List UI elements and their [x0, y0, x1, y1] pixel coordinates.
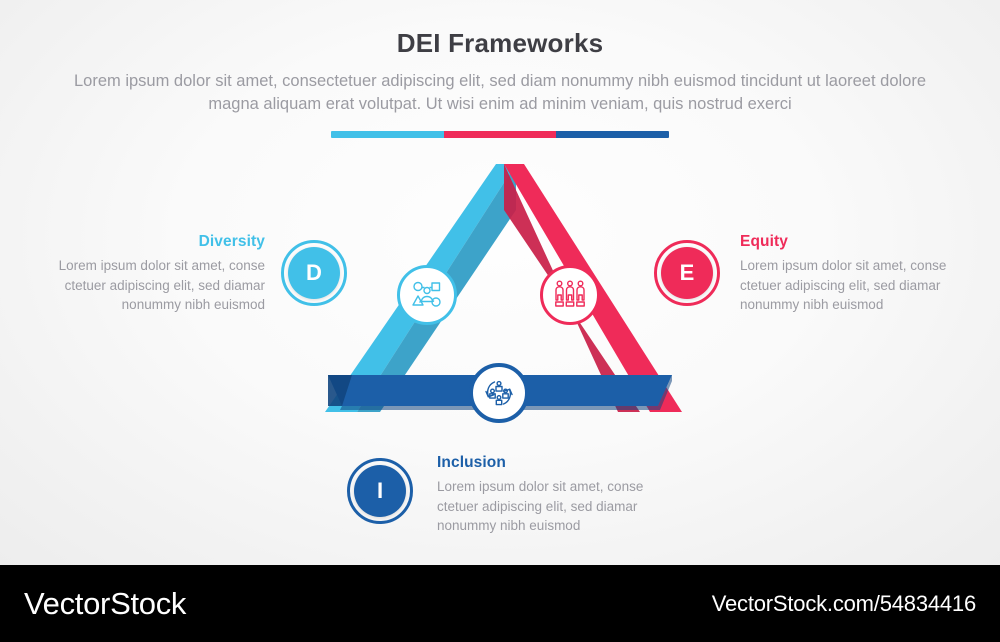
description-diversity: Lorem ipsum dolor sit amet, conse ctetue…	[58, 258, 265, 312]
watermark-footer: VectorStock VectorStock.com/54834416	[0, 565, 1000, 642]
description-equity: Lorem ipsum dolor sit amet, conse ctetue…	[740, 258, 947, 312]
color-divider-bar	[331, 131, 669, 138]
vectorstock-url: VectorStock.com/54834416	[711, 590, 976, 616]
badge-diversity-letter: D	[306, 260, 322, 285]
text-block-diversity: Diversity Lorem ipsum dolor sit amet, co…	[20, 233, 265, 315]
inclusion-icon-medallion[interactable]	[469, 363, 529, 423]
badge-diversity[interactable]: D	[281, 240, 347, 306]
diversity-shapes-people-icon	[412, 281, 441, 307]
heading-diversity: Diversity	[198, 233, 265, 250]
vectorstock-logo: VectorStock	[24, 585, 187, 621]
badge-inclusion-letter: I	[376, 478, 384, 503]
text-block-inclusion: Inclusion Lorem ipsum dolor sit amet, co…	[437, 454, 687, 536]
equity-three-people-platforms-icon	[555, 280, 585, 307]
page-title: DEI Frameworks	[396, 28, 604, 58]
heading-inclusion: Inclusion	[437, 454, 506, 471]
diversity-icon-medallion[interactable]	[397, 265, 457, 325]
heading-equity: Equity	[740, 233, 788, 250]
page-subtitle: Lorem ipsum dolor sit amet, consectetuer…	[73, 72, 927, 113]
description-inclusion: Lorem ipsum dolor sit amet, conse ctetue…	[437, 479, 644, 533]
divider-segment-inclusion	[556, 131, 669, 138]
badge-equity[interactable]: E	[654, 240, 720, 306]
divider-segment-diversity	[331, 131, 444, 138]
artboard: DEI Frameworks Lorem ipsum dolor sit ame…	[0, 0, 1000, 565]
divider-segment-equity	[443, 131, 557, 138]
equity-icon-medallion[interactable]	[540, 265, 600, 325]
inclusion-people-circular-arrows-icon	[485, 380, 513, 406]
badge-inclusion[interactable]: I	[347, 458, 413, 524]
badge-equity-letter: E	[679, 260, 695, 285]
text-block-equity: Equity Lorem ipsum dolor sit amet, conse…	[740, 233, 985, 315]
